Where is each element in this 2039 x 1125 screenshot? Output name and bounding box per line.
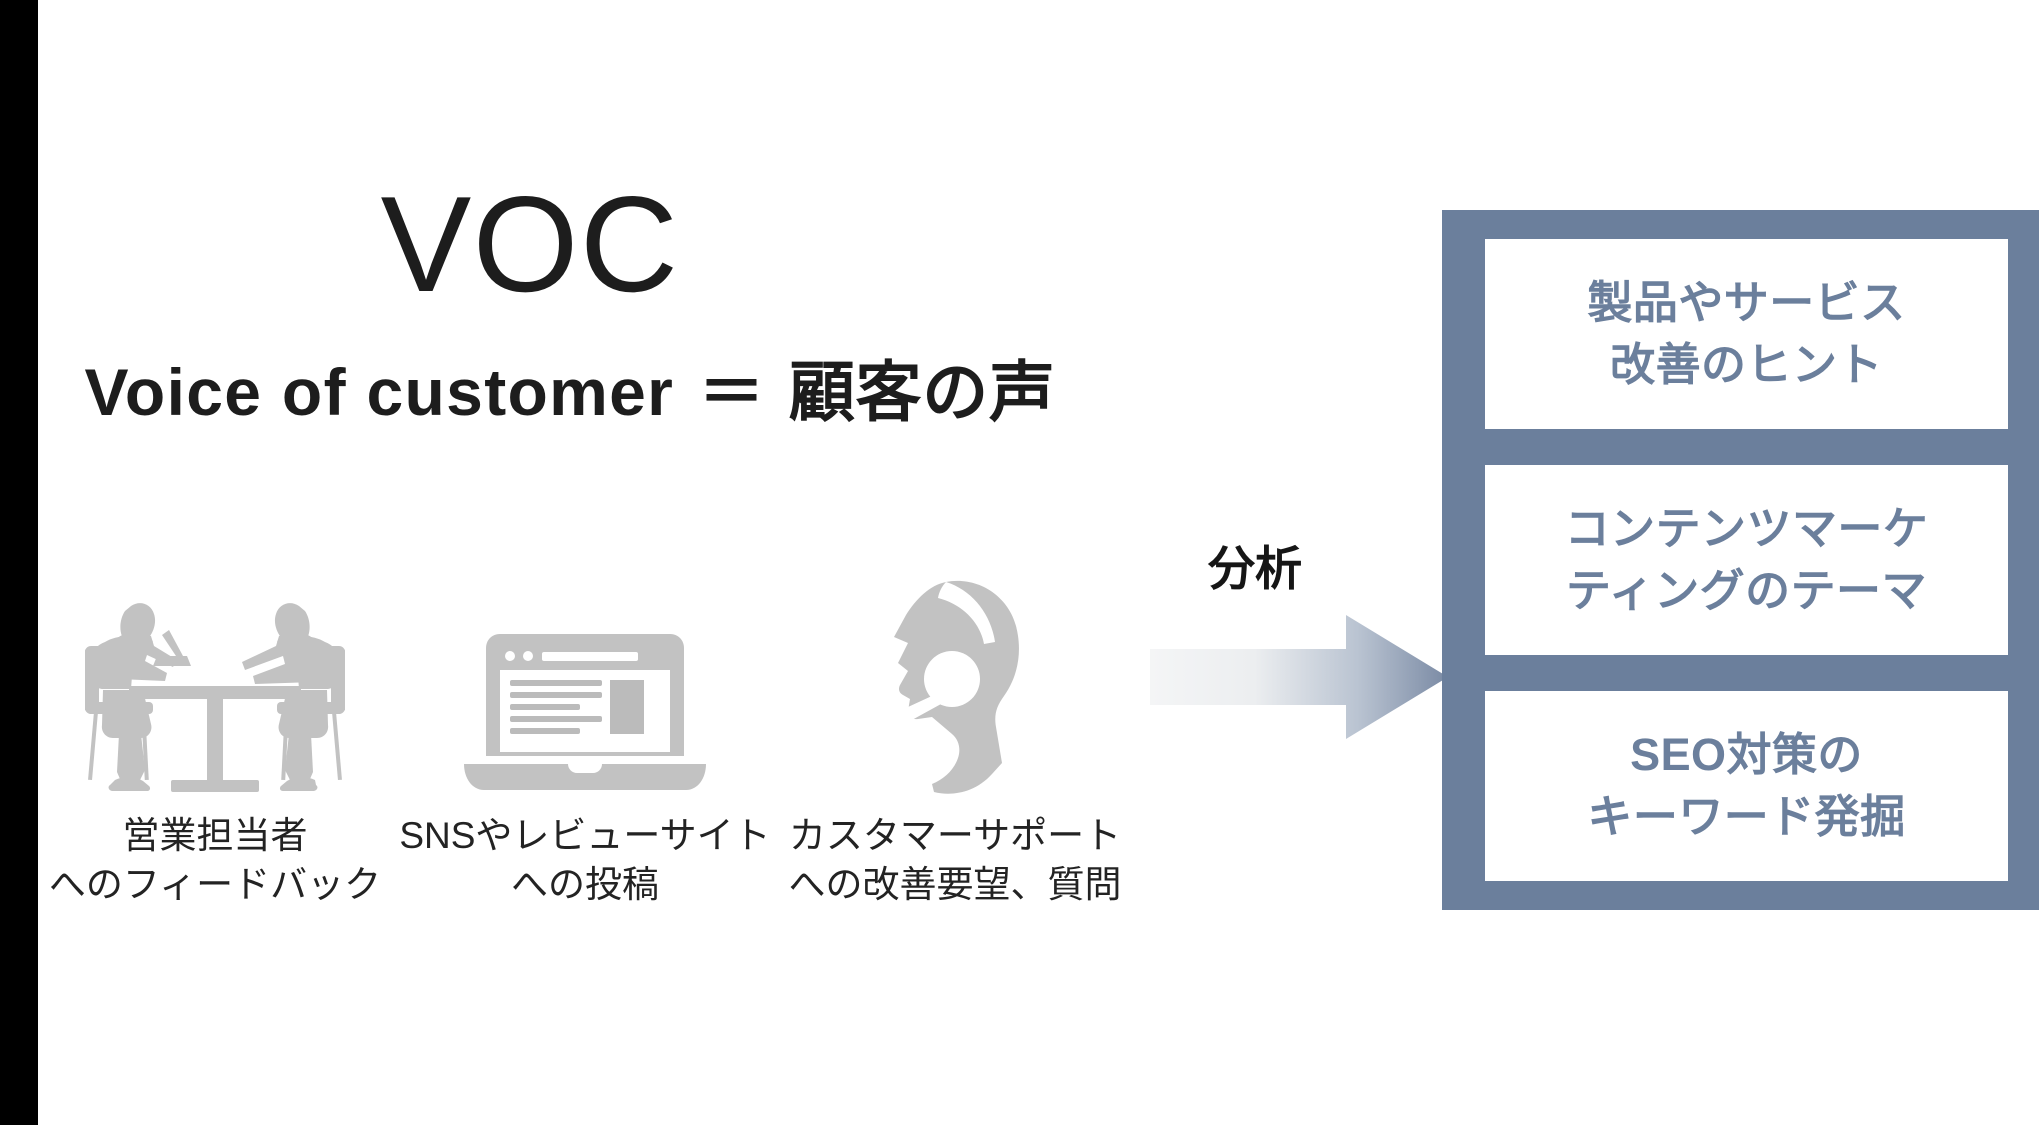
subtitle-english: Voice of customer xyxy=(84,355,675,429)
laptop-webpage-icon xyxy=(460,532,710,794)
source-caption-line2: への改善要望、質問 xyxy=(788,864,1122,906)
source-caption-line1: SNSやレビューサイト xyxy=(399,815,771,857)
subtitle-equals-sign: ＝ xyxy=(698,355,765,429)
outcome-line1: 製品やサービス xyxy=(1587,276,1906,328)
source-caption: SNSやレビューサイト への投稿 xyxy=(399,812,770,910)
outcome-line1: SEO対策の xyxy=(1630,728,1863,780)
outcome-card-text: コンテンツマーケ ティングのテーマ xyxy=(1565,498,1929,622)
source-item-sns-review: SNSやレビューサイト への投稿 xyxy=(399,530,771,910)
source-caption-line2: へのフィードバック xyxy=(48,864,382,906)
source-caption: 営業担当者 へのフィードバック xyxy=(49,812,381,910)
outcome-card-product-improvement[interactable]: 製品やサービス 改善のヒント xyxy=(1485,239,2008,429)
source-item-sales-feedback: 営業担当者 へのフィードバック xyxy=(40,530,390,910)
outcome-line2: キーワード発掘 xyxy=(1587,791,1906,842)
meeting-two-people-icon xyxy=(85,532,345,794)
subtitle-japanese: 顧客の声 xyxy=(788,355,1056,429)
left-edge-bar xyxy=(0,0,38,1125)
source-caption-line1: 営業担当者 xyxy=(122,815,308,857)
outcome-card-text: 製品やサービス 改善のヒント xyxy=(1587,272,1905,396)
analysis-group: 分析 xyxy=(1150,545,1450,740)
source-caption-line2: への投稿 xyxy=(511,864,659,906)
source-caption: カスタマーサポート への改善要望、質問 xyxy=(789,812,1122,910)
outcome-line2: ティングのテーマ xyxy=(1566,565,1927,616)
support-agent-headset-icon xyxy=(850,532,1060,795)
source-item-customer-support: カスタマーサポート への改善要望、質問 xyxy=(780,530,1130,910)
outcome-line2: 改善のヒント xyxy=(1610,339,1883,390)
source-caption-line1: カスタマーサポート xyxy=(788,815,1122,857)
page-subtitle: Voice of customer ＝ 顧客の声 xyxy=(0,356,1140,429)
analysis-label: 分析 xyxy=(1208,542,1302,595)
outcome-card-seo-keywords[interactable]: SEO対策の キーワード発掘 xyxy=(1485,691,2008,881)
analysis-outcomes-panel: 製品やサービス 改善のヒント コンテンツマーケ ティングのテーマ SEO対策の … xyxy=(1442,210,2039,910)
page-title: VOC xyxy=(380,168,680,320)
outcome-line1: コンテンツマーケ xyxy=(1564,502,1929,554)
outcome-card-content-marketing[interactable]: コンテンツマーケ ティングのテーマ xyxy=(1485,465,2008,655)
right-arrow-icon xyxy=(1150,615,1448,739)
voc-sources-group: 営業担当者 へのフィードバック xyxy=(40,530,1130,910)
outcome-card-text: SEO対策の キーワード発掘 xyxy=(1587,724,1905,848)
